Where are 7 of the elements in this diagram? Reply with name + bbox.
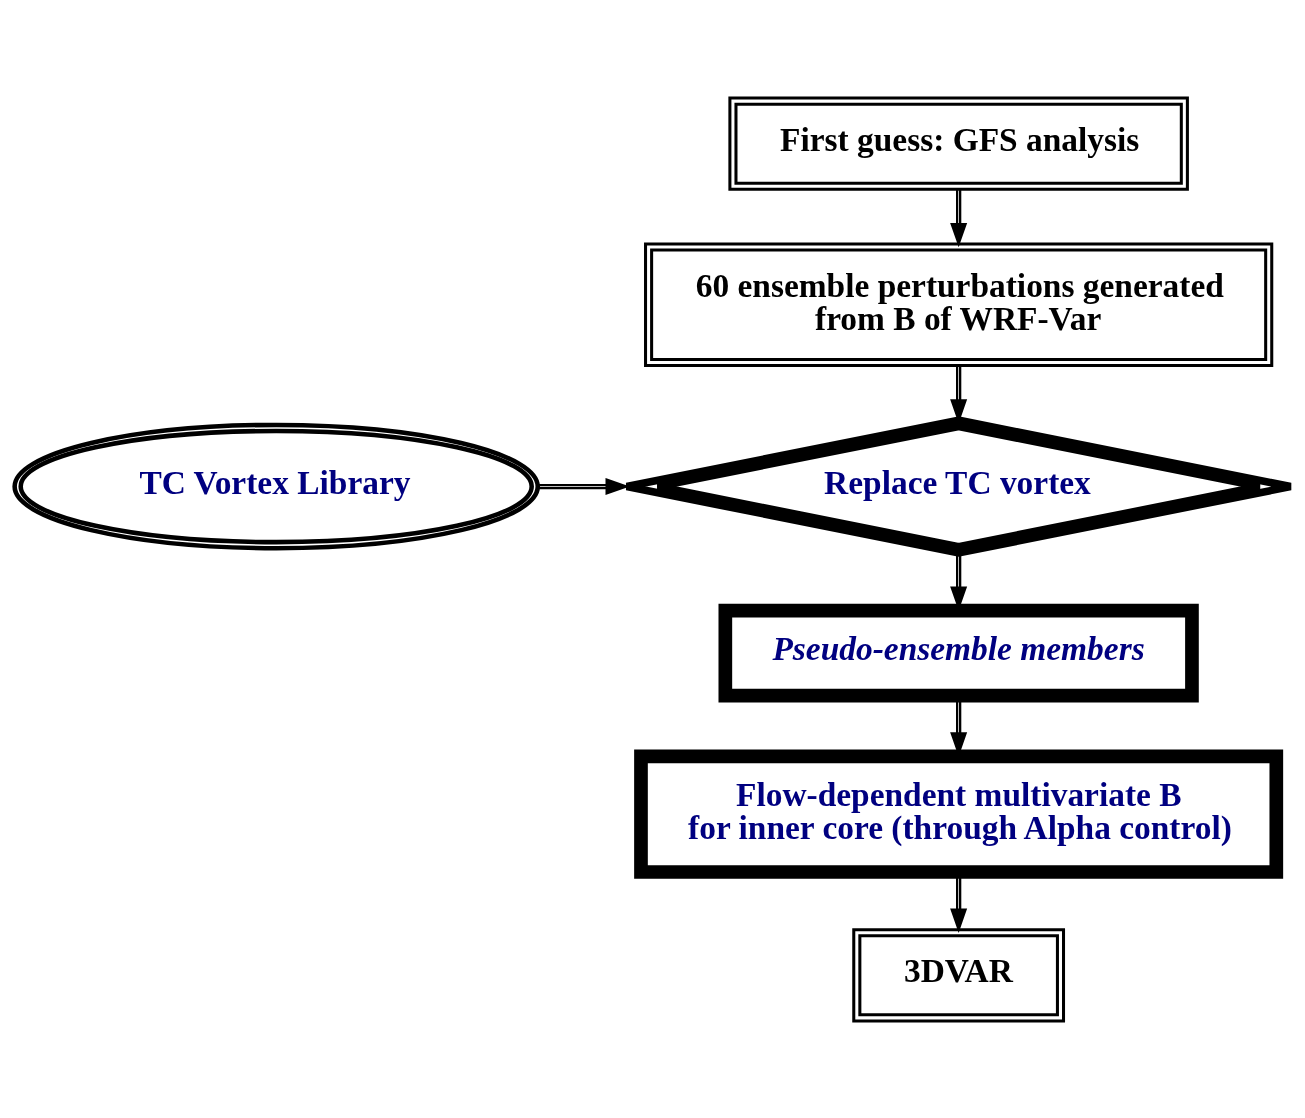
- node-box: 3DVAR: [852, 927, 1066, 1022]
- node-box: 60 ensemble perturbations generated from B of WRF-Var: [644, 241, 1274, 367]
- node-box: First guess: GFS analysis: [728, 96, 1189, 191]
- arrow: [950, 189, 968, 247]
- node-ellipse: TC Vortex Library: [12, 422, 541, 550]
- node-box: Flow-dependent multivariate B for inner core (through Alpha control): [634, 749, 1284, 879]
- node-box: Pseudo-ensemble members: [718, 603, 1199, 702]
